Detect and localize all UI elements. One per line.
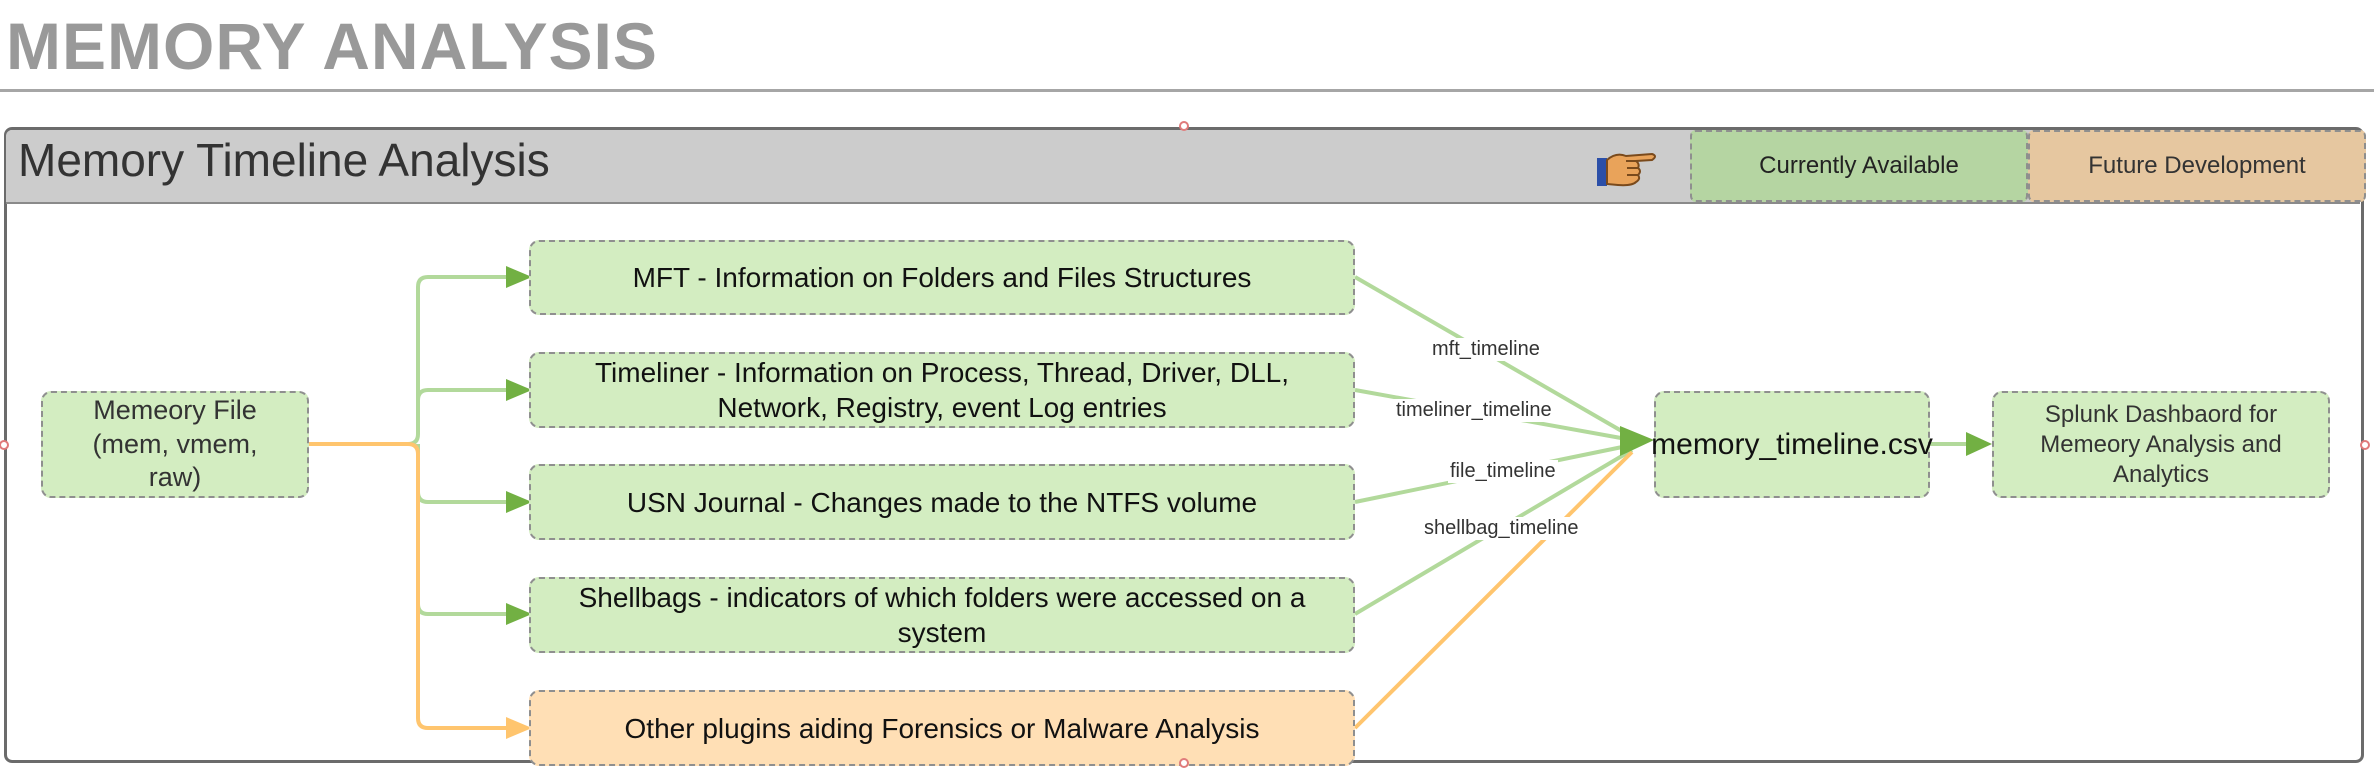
connector-to-shellbags [416, 502, 506, 616]
node-splunk-dashboard[interactable]: Splunk Dashbaord for Memeory Analysis an… [1992, 391, 2330, 498]
selection-handle-top[interactable] [1179, 121, 1189, 131]
node-other-plugins[interactable]: Other plugins aiding Forensics or Malwar… [529, 690, 1355, 766]
legend-currently-available: Currently Available [1690, 130, 2028, 202]
selection-handle-bottom[interactable] [1179, 758, 1189, 768]
edge-label-shellbag-timeline: shellbag_timeline [1422, 517, 1581, 540]
arrowhead-timeliner [506, 379, 532, 401]
arrowhead-splunk [1966, 432, 1992, 456]
selection-handle-left[interactable] [0, 440, 9, 450]
connector-to-usn [416, 444, 506, 504]
arrowhead-shellbags [506, 603, 532, 625]
edge-label-timeliner-timeline: timeliner_timeline [1394, 399, 1554, 422]
arrowhead-csv [1620, 426, 1654, 456]
title-divider [0, 89, 2374, 92]
arrowhead-usn [506, 491, 532, 513]
page-title: MEMORY ANALYSIS [6, 9, 658, 83]
node-shellbags[interactable]: Shellbags - indicators of which folders … [529, 577, 1355, 653]
arrowhead-mft [506, 266, 532, 288]
pointing-hand-icon [1597, 152, 1656, 187]
node-mft[interactable]: MFT - Information on Folders and Files S… [529, 240, 1355, 315]
node-usn-journal[interactable]: USN Journal - Changes made to the NTFS v… [529, 464, 1355, 540]
node-timeliner[interactable]: Timeliner - Information on Process, Thre… [529, 352, 1355, 428]
edge-label-file-timeline: file_timeline [1448, 460, 1558, 483]
node-memory-timeline-csv[interactable]: memory_timeline.csv [1651, 391, 1933, 498]
arrowhead-other [506, 717, 532, 739]
connector-to-timeliner [416, 388, 506, 401]
edge-label-mft-timeline: mft_timeline [1430, 338, 1542, 361]
node-memory-file[interactable]: Memeory File (mem, vmem, raw) [41, 391, 309, 498]
legend-future-development: Future Development [2028, 130, 2366, 202]
connector-to-mft [407, 275, 506, 446]
connector-other-to-csv [1353, 450, 1634, 730]
container-title: Memory Timeline Analysis [18, 134, 550, 186]
connector-to-other [407, 442, 506, 730]
selection-handle-right[interactable] [2360, 440, 2370, 450]
